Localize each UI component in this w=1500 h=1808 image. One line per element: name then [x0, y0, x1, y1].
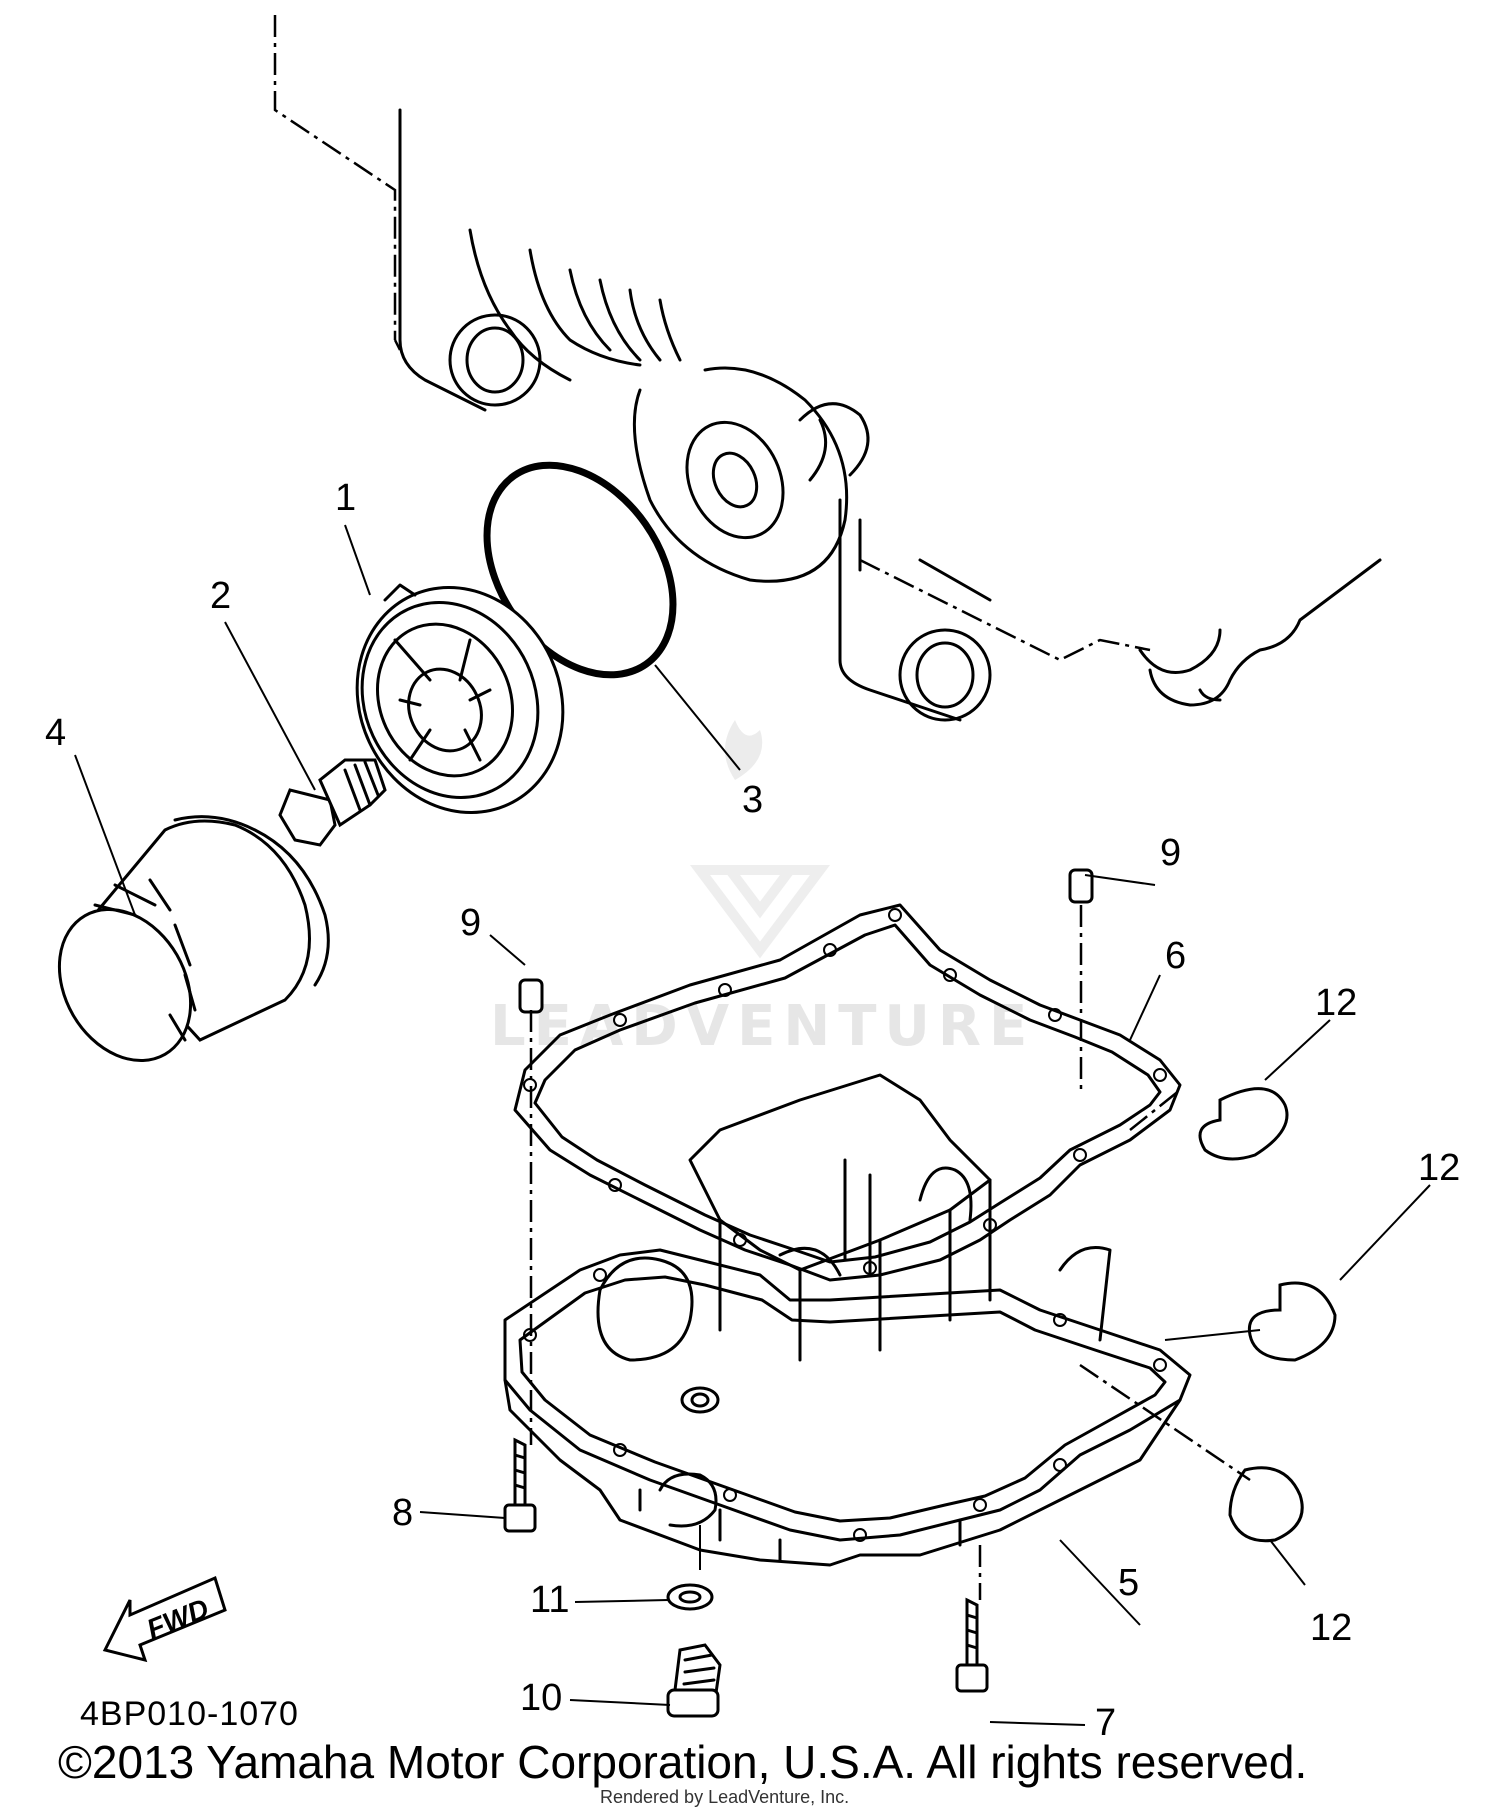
part-9-dowel-pins	[518, 868, 1094, 1014]
callout-6: 6	[1165, 935, 1186, 977]
part-6-oil-pan-gasket	[513, 903, 1182, 1282]
copyright-notice: ©2013 Yamaha Motor Corporation, U.S.A. A…	[58, 1736, 1308, 1788]
callout-7: 7	[1095, 1702, 1116, 1744]
part-12-clamps	[1198, 1087, 1337, 1543]
callout-9-left: 9	[460, 902, 481, 944]
part-10-drain-plug	[666, 1643, 722, 1718]
part-4-oil-filter	[57, 815, 330, 1062]
watermark-text: LEADVENTURE	[490, 994, 1035, 1059]
callout-3: 3	[742, 779, 763, 821]
callout-numbers: 1 2 3 4 5 6 7 8 9 9 10 11 12 12 12	[45, 477, 1460, 1744]
callout-4: 4	[45, 712, 66, 754]
callout-12-c: 12	[1310, 1607, 1352, 1649]
callout-12-a: 12	[1315, 982, 1357, 1024]
callout-10: 10	[520, 1677, 562, 1719]
callout-2: 2	[210, 575, 231, 617]
part-11-gasket-washer	[666, 1583, 714, 1611]
leadventure-watermark: LEADVENTURE	[490, 720, 1035, 1059]
callout-1: 1	[335, 477, 356, 519]
callout-9-right: 9	[1160, 832, 1181, 874]
callout-11: 11	[530, 1579, 569, 1621]
rendered-by: Rendered by LeadVenture, Inc.	[600, 1787, 850, 1807]
callout-12-b: 12	[1418, 1147, 1460, 1189]
fwd-arrow-icon: FWD	[102, 1575, 227, 1663]
leader-lines	[74, 524, 1431, 1726]
engine-crankcase	[273, 15, 1382, 722]
part-2-union-bolt	[278, 758, 387, 847]
callout-5: 5	[1118, 1562, 1139, 1604]
part-8-bolt	[503, 1437, 537, 1533]
part-1-filter-housing	[355, 583, 565, 814]
part-5-oil-pan	[503, 1073, 1192, 1567]
diagram-code: 4BP010-1070	[80, 1695, 299, 1733]
callout-8: 8	[392, 1492, 413, 1534]
part-7-bolt	[955, 1597, 989, 1693]
